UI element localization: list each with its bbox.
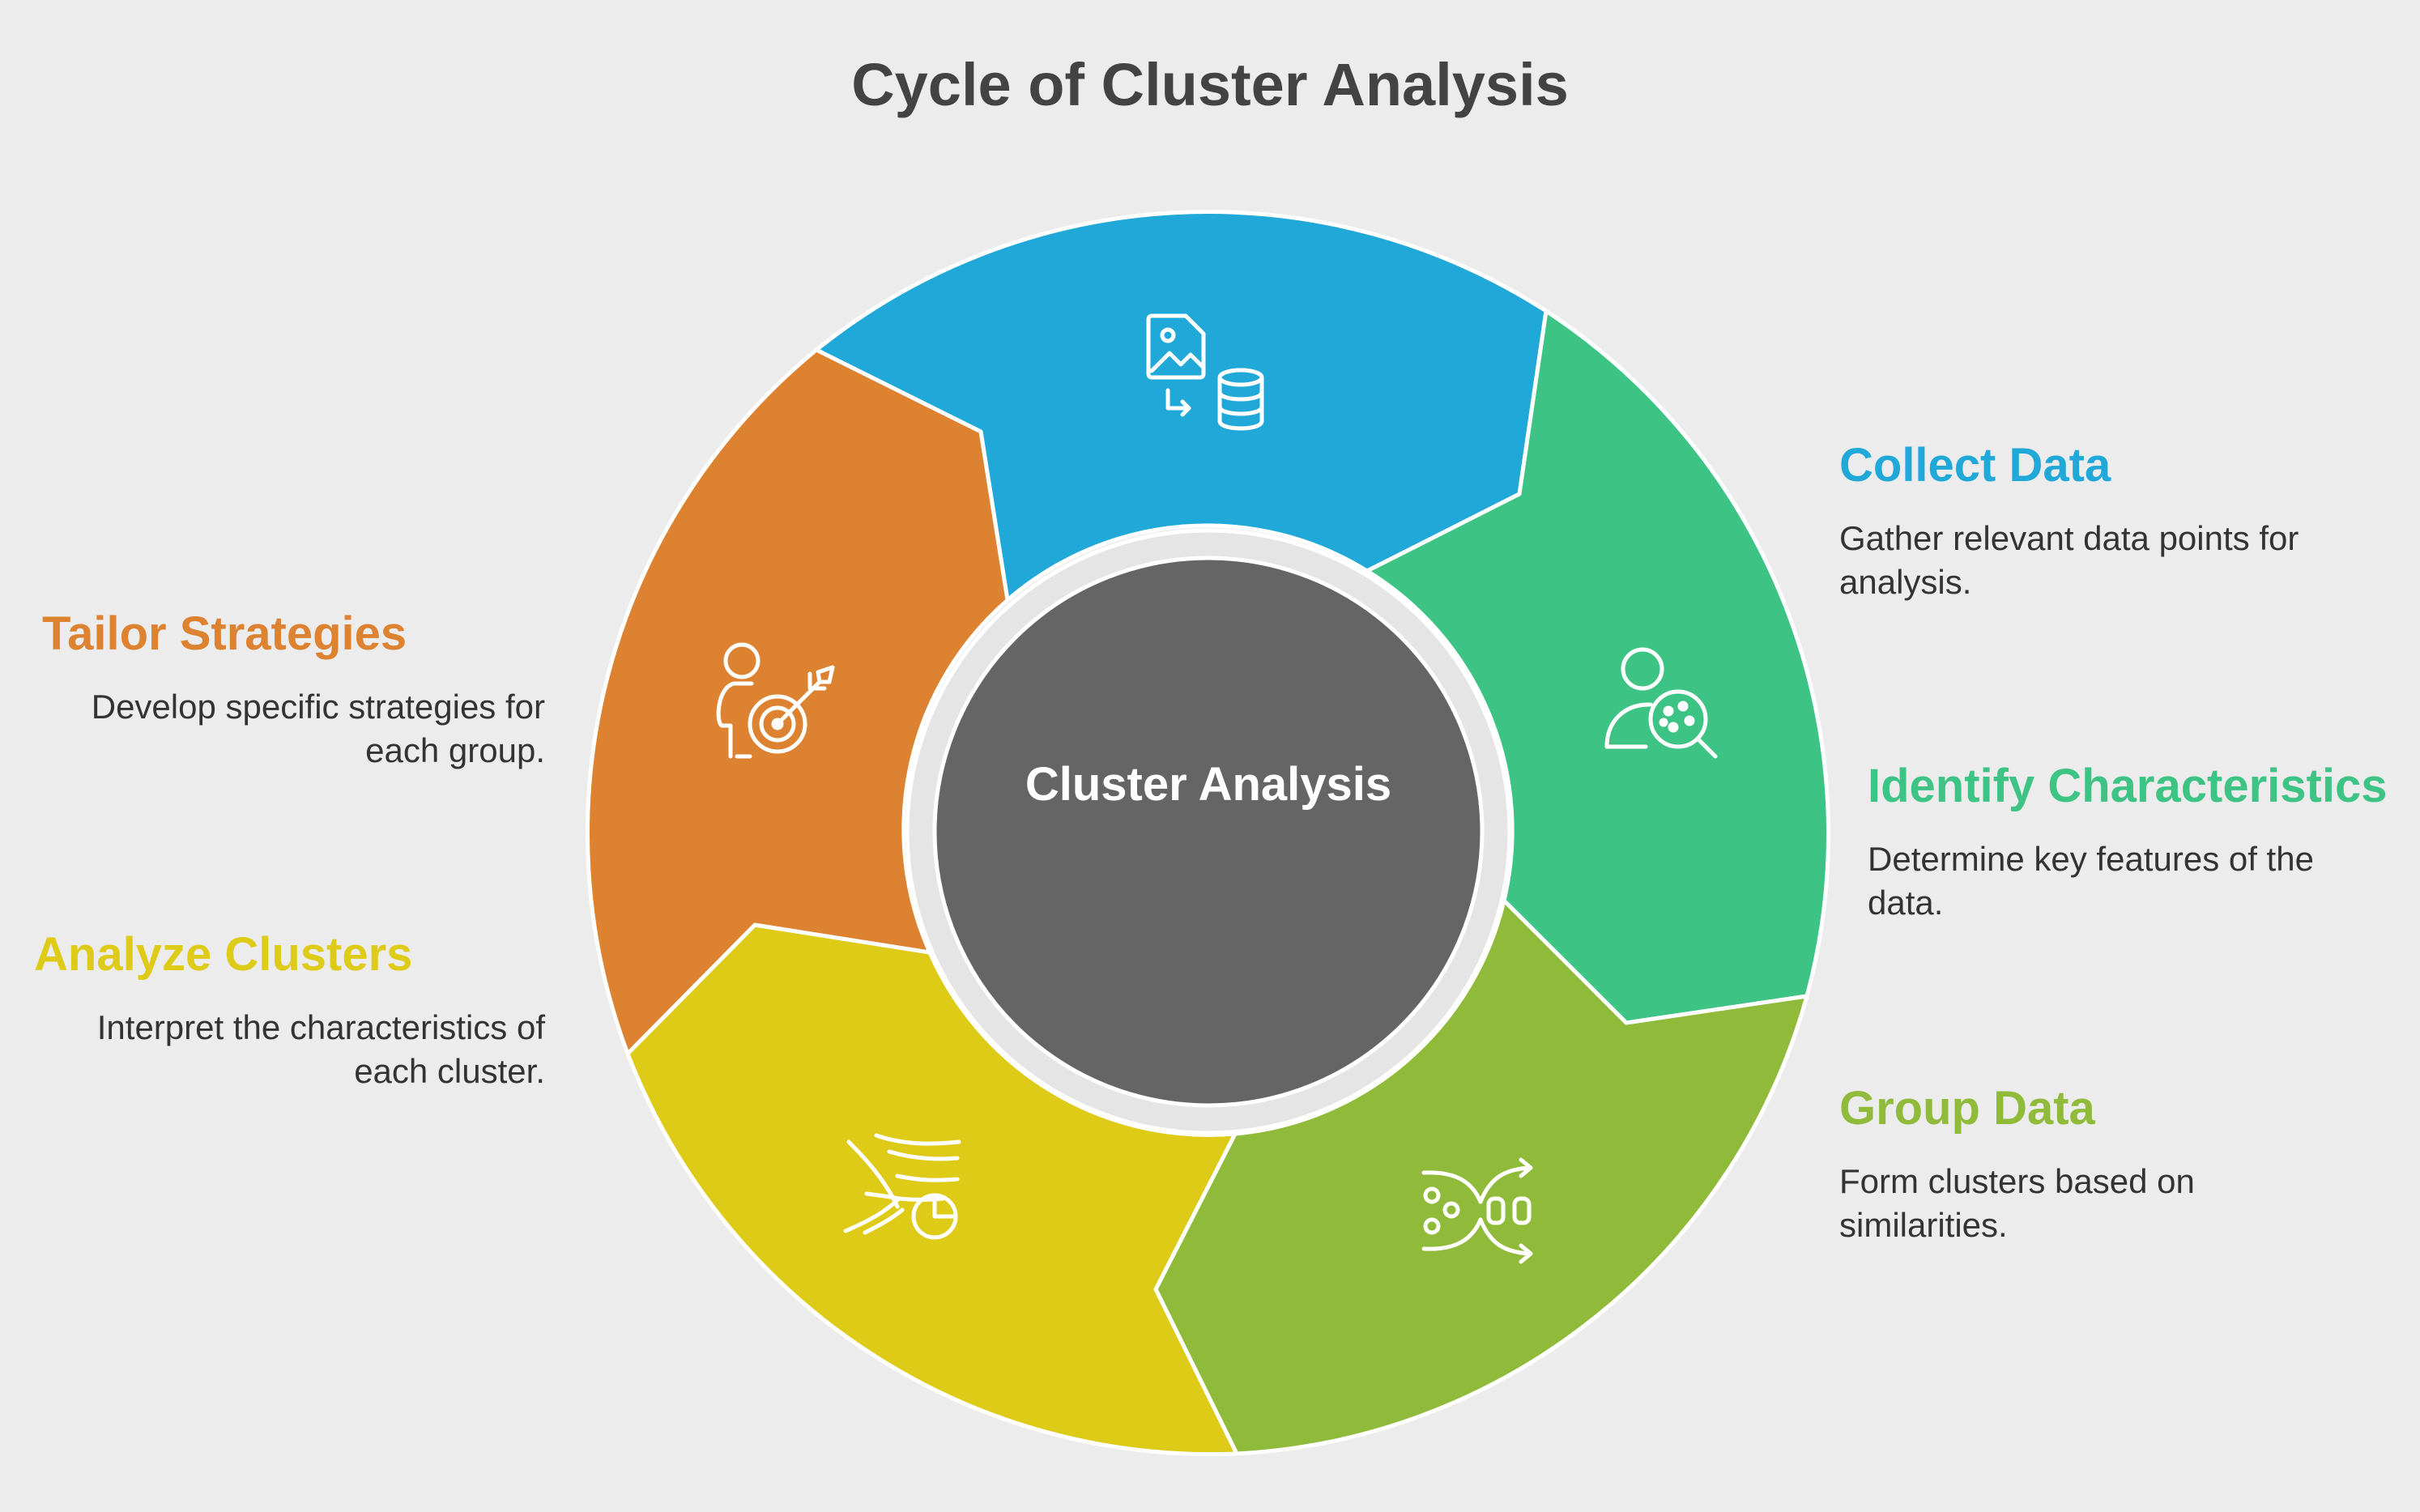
step-description: Gather relevant data points for analysis… [1839,519,2299,601]
step-heading: Tailor Strategies [42,607,407,660]
segment-identify-characteristics [1365,309,1830,1025]
center-circle [932,556,1485,1108]
step-group-data: Group Data Form clusters based on simila… [1839,1080,2293,1247]
step-heading: Identify Characteristics [1868,760,2388,812]
step-tailor-strategies: Tailor Strategies Develop specific strat… [40,606,545,773]
person-target-icon [716,642,835,759]
flow-pie-chart-icon [843,1133,961,1240]
step-heading: Collect Data [1839,439,2111,492]
user-magnifier-icon [1604,647,1718,759]
dots-to-groups-icon [1421,1157,1533,1264]
center-label: Cluster Analysis [1025,758,1392,811]
step-description: Interpret the characteristics of each cl… [96,1008,545,1090]
step-description: Form clusters based on similarities. [1839,1162,2195,1244]
step-identify-characteristics: Identify Characteristics Determine key f… [1868,758,2388,925]
diagram-title: Cycle of Cluster Analysis [851,51,1569,118]
step-heading: Analyze Clusters [34,928,413,981]
step-description: Develop specific strategies for each gro… [91,688,545,769]
segment-collect-data [814,210,1549,603]
step-collect-data: Collect Data Gather relevant data points… [1839,437,2390,604]
step-heading: Group Data [1839,1082,2095,1135]
step-analyze-clusters: Analyze Clusters Interpret the character… [31,926,545,1093]
step-description: Determine key features of the data. [1868,840,2314,922]
image-to-database-icon [1146,313,1264,431]
